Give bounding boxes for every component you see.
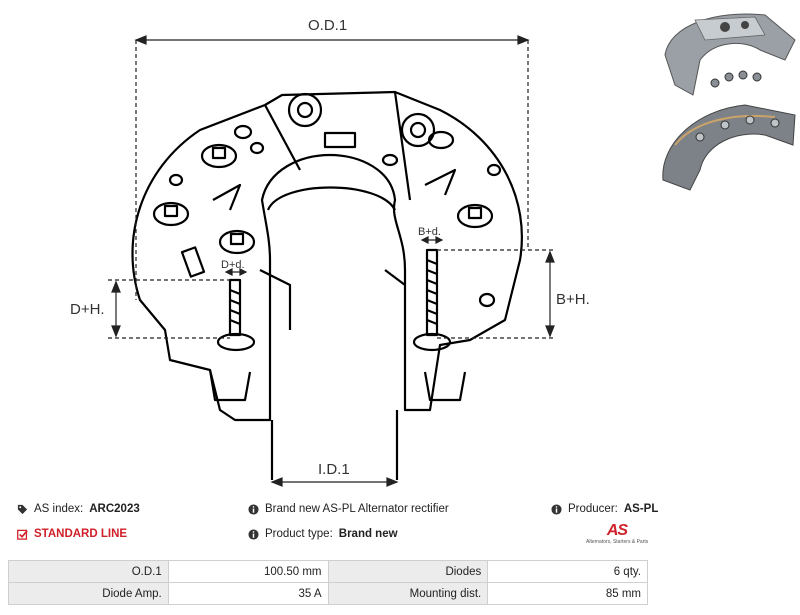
bh-label: B+H.: [556, 291, 590, 308]
dimension-lines: [108, 35, 556, 487]
table-row: O.D.1 100.50 mm Diodes 6 qty.: [8, 560, 648, 583]
spec-value: 85 mm: [487, 582, 648, 605]
spec-label: O.D.1: [8, 560, 169, 583]
product-description-text: Brand new AS-PL Alternator rectifier: [265, 503, 449, 515]
info-icon: [551, 503, 562, 515]
bd-label: B+d.: [418, 226, 441, 238]
product-photos: [662, 13, 796, 191]
checkbox-checked-icon: [17, 529, 28, 540]
rectifier-outline: [131, 90, 523, 480]
producer-label: Producer:: [568, 503, 618, 515]
spec-value: 6 qty.: [487, 560, 648, 583]
standard-line-text: STANDARD LINE: [34, 528, 128, 540]
product-type-value: Brand new: [338, 528, 398, 540]
spec-value: 100.50 mm: [167, 560, 329, 583]
product-photo-bottom: [662, 104, 796, 191]
spec-label: Diode Amp.: [8, 582, 169, 605]
id-label: I.D.1: [318, 461, 350, 478]
info-row-2: STANDARD LINE Product type: Brand new: [0, 528, 800, 548]
info-icon: [248, 528, 259, 540]
info-row-1: AS index: ARC2023 Brand new AS-PL Altern…: [0, 503, 800, 523]
as-index-label: AS index:: [34, 503, 84, 515]
as-index: AS index: ARC2023: [17, 503, 140, 515]
table-row: Diode Amp. 35 A Mounting dist. 85 mm: [8, 582, 648, 605]
info-icon: [248, 503, 259, 515]
producer: Producer: AS-PL: [551, 503, 658, 515]
producer-value: AS-PL: [623, 503, 659, 515]
spec-label: Mounting dist.: [327, 582, 489, 605]
product-type: Product type: Brand new: [248, 528, 398, 540]
as-pl-logo: AS Alternators, Starters & Parts: [586, 523, 648, 553]
logo-tagline: Alternators, Starters & Parts: [586, 539, 649, 545]
specs-table: O.D.1 100.50 mm Diodes 6 qty. Diode Amp.…: [8, 560, 648, 605]
product-photo-top: [664, 13, 796, 96]
spec-value: 35 A: [167, 582, 329, 605]
od-label: O.D.1: [308, 17, 347, 34]
tag-icon: [17, 504, 28, 514]
product-type-label: Product type:: [265, 528, 333, 540]
product-description: Brand new AS-PL Alternator rectifier: [248, 503, 449, 515]
dd-label: D+d.: [221, 259, 245, 271]
logo-mark: AS: [606, 522, 628, 539]
spec-label: Diodes: [327, 560, 489, 583]
technical-drawing: O.D.1 I.D.1 D+H. B+H. D+d. B+d.: [70, 17, 590, 487]
as-index-value: ARC2023: [89, 503, 140, 515]
standard-line-badge: STANDARD LINE: [17, 528, 127, 540]
dh-label: D+H.: [70, 301, 105, 318]
